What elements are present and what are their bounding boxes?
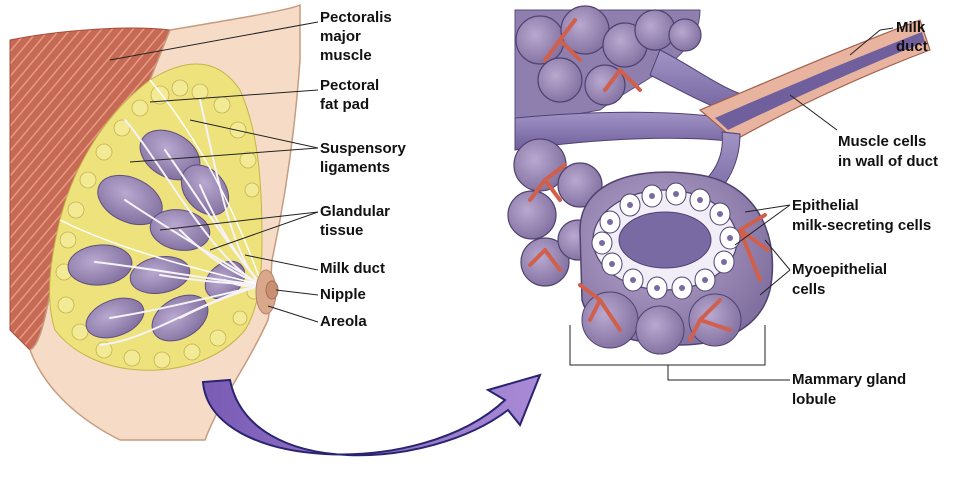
left-labels: Pectoralis major muscle Pectoral fat pad… <box>320 9 407 330</box>
label-milk-duct: Milk duct <box>320 260 385 277</box>
label-myoepithelial-2: cells <box>792 281 825 298</box>
curved-arrow <box>203 375 540 455</box>
label-glandular-1: Glandular <box>320 203 390 220</box>
label-pectoralis-3: muscle <box>320 47 372 64</box>
lobule-illustration <box>508 6 930 380</box>
label-muscle-cells-2: in wall of duct <box>838 153 938 170</box>
label-suspensory-2: ligaments <box>320 159 390 176</box>
label-fat-pad-2: fat pad <box>320 96 369 113</box>
label-fat-pad-1: Pectoral <box>320 77 379 94</box>
label-myoepithelial-1: Myoepithelial <box>792 261 887 278</box>
breast-illustration <box>10 5 300 440</box>
label-muscle-cells-1: Muscle cells <box>838 133 926 150</box>
label-suspensory-1: Suspensory <box>320 140 407 157</box>
label-epithelial-1: Epithelial <box>792 197 859 214</box>
label-epithelial-2: milk-secreting cells <box>792 217 931 234</box>
label-lobule-1: Mammary gland <box>792 371 906 388</box>
label-pectoralis-2: major <box>320 28 361 45</box>
label-pectoralis-1: Pectoralis <box>320 9 392 26</box>
label-milk-duct-right-1: Milk <box>896 19 926 36</box>
label-lobule-2: lobule <box>792 391 836 408</box>
label-areola: Areola <box>320 313 367 330</box>
label-glandular-2: tissue <box>320 222 363 239</box>
label-nipple: Nipple <box>320 286 366 303</box>
label-milk-duct-right-2: duct <box>896 38 928 55</box>
main-milk-duct-lumen <box>715 32 925 130</box>
